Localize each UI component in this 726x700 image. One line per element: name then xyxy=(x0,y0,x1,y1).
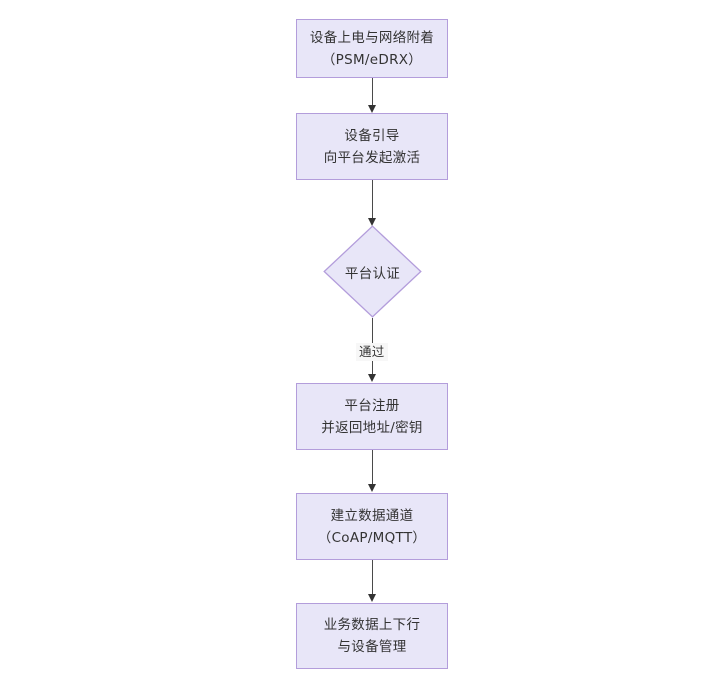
node-line-2: 并返回地址/密钥 xyxy=(321,419,423,436)
node-line-1: 建立数据通道 xyxy=(330,507,414,524)
edge-stem xyxy=(372,560,374,595)
node-line-1: 平台注册 xyxy=(344,397,400,414)
flow-node-device-bootstrap[interactable]: 设备引导 向平台发起激活 xyxy=(296,113,448,180)
node-line-1: 设备引导 xyxy=(344,127,400,144)
flow-node-business-data[interactable]: 业务数据上下行 与设备管理 xyxy=(296,603,448,669)
flow-edge-n5-n6 xyxy=(368,560,376,603)
node-line-2: （PSM/eDRX） xyxy=(321,51,423,68)
flow-node-device-power-on[interactable]: 设备上电与网络附着 （PSM/eDRX） xyxy=(296,19,448,78)
node-line-1: 设备上电与网络附着 xyxy=(309,29,435,46)
flow-edge-n1-n2 xyxy=(368,78,376,113)
arrowhead-icon xyxy=(368,218,376,226)
flow-node-platform-auth-decision[interactable]: 平台认证 xyxy=(323,225,422,318)
arrowhead-icon xyxy=(368,484,376,492)
flow-edge-n4-n5 xyxy=(368,450,376,493)
node-line-1: 平台认证 xyxy=(344,265,401,282)
arrowhead-icon xyxy=(368,105,376,113)
arrowhead-icon xyxy=(368,374,376,382)
edge-stem xyxy=(372,180,374,219)
edge-stem xyxy=(372,78,374,106)
flow-edge-label-pass: 通过 xyxy=(356,343,388,361)
flow-node-platform-register[interactable]: 平台注册 并返回地址/密钥 xyxy=(296,383,448,450)
edge-stem xyxy=(372,450,374,485)
node-line-2: （CoAP/MQTT） xyxy=(317,529,427,546)
node-line-2: 向平台发起激活 xyxy=(323,149,421,166)
flow-node-data-channel[interactable]: 建立数据通道 （CoAP/MQTT） xyxy=(296,493,448,560)
flow-edge-n2-n3 xyxy=(368,180,376,227)
node-line-2: 与设备管理 xyxy=(337,639,407,655)
arrowhead-icon xyxy=(368,594,376,602)
node-line-1: 业务数据上下行 xyxy=(323,617,421,633)
diamond-shape-icon xyxy=(323,225,422,318)
